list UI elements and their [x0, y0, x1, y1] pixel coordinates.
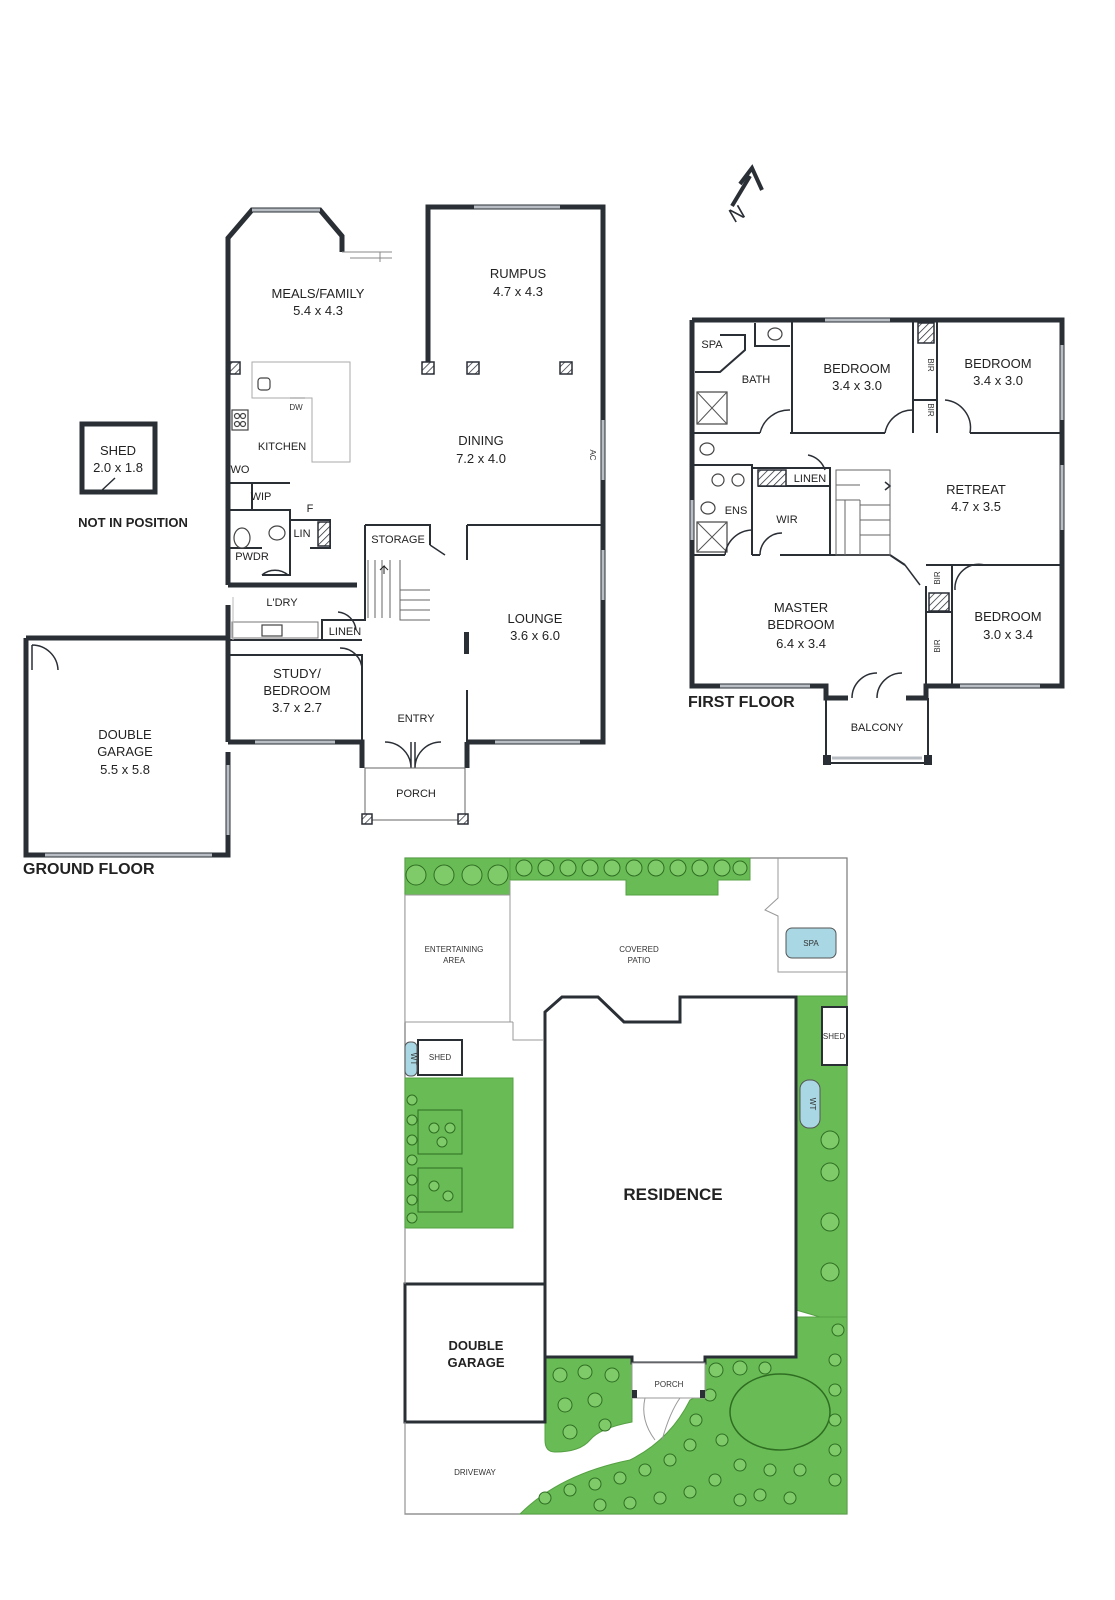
ground-floor-label: GROUND FLOOR: [23, 861, 155, 878]
site-residence-label: RESIDENCE: [623, 1185, 722, 1204]
site-wt-left-label: WT: [409, 1053, 418, 1066]
room-bath: BATH: [742, 374, 771, 386]
first-floor-label: FIRST FLOOR: [688, 694, 795, 711]
bir-label-a: BIR: [926, 358, 935, 372]
site-driveway-label: DRIVEWAY: [454, 1468, 496, 1477]
tree-icons: [405, 859, 845, 1512]
svg-text:2.0 x 1.8: 2.0 x 1.8: [93, 460, 143, 475]
room-garage: DOUBLE: [98, 727, 152, 742]
bir-label-d: BIR: [933, 639, 942, 653]
room-dining: DINING: [458, 433, 504, 448]
room-meals-family: MEALS/FAMILY: [272, 286, 365, 301]
bir-label-c: BIR: [933, 571, 942, 585]
shed-note: NOT IN POSITION: [78, 515, 188, 530]
room-study: STUDY/: [273, 666, 321, 681]
north-arrow-icon: N: [726, 164, 764, 228]
svg-text:5.4 x 4.3: 5.4 x 4.3: [293, 303, 343, 318]
room-retreat: RETREAT: [946, 482, 1006, 497]
north-label: N: [726, 201, 750, 227]
ac-label: AC: [588, 449, 597, 460]
first-floor-plan: SPA BATH BEDROOM 3.4 x 3.0 BEDROOM 3.4 x…: [688, 317, 1065, 765]
svg-text:3.4 x 3.0: 3.4 x 3.0: [973, 373, 1023, 388]
svg-text:4.7 x 3.5: 4.7 x 3.5: [951, 499, 1001, 514]
svg-text:7.2 x 4.0: 7.2 x 4.0: [456, 451, 506, 466]
room-wir: WIR: [776, 514, 797, 526]
room-lin: LIN: [293, 528, 310, 540]
dishwasher-label: DW: [289, 403, 303, 412]
site-wt-right-label: WT: [808, 1098, 817, 1111]
svg-text:6.4 x 3.4: 6.4 x 3.4: [776, 636, 826, 651]
site-entertaining-label: ENTERTAINING: [425, 945, 484, 954]
svg-text:BEDROOM: BEDROOM: [263, 683, 330, 698]
svg-text:GARAGE: GARAGE: [97, 744, 153, 759]
bir-label-b: BIR: [926, 403, 935, 417]
site-shed-right-label: SHED: [823, 1032, 845, 1041]
svg-text:BEDROOM: BEDROOM: [767, 617, 834, 632]
room-porch: PORCH: [396, 788, 436, 800]
site-garage-label: DOUBLE: [449, 1338, 504, 1353]
site-spa-label: SPA: [803, 939, 819, 948]
svg-text:4.7 x 4.3: 4.7 x 4.3: [493, 284, 543, 299]
fridge-label: F: [307, 503, 314, 515]
svg-text:3.7 x 2.7: 3.7 x 2.7: [272, 700, 322, 715]
svg-text:AREA: AREA: [443, 956, 465, 965]
svg-text:GARAGE: GARAGE: [447, 1355, 504, 1370]
room-bedroom-1: BEDROOM: [823, 361, 890, 376]
svg-text:3.6 x 6.0: 3.6 x 6.0: [510, 628, 560, 643]
svg-text:PATIO: PATIO: [628, 956, 651, 965]
room-linen-first: LINEN: [794, 473, 826, 485]
room-rumpus: RUMPUS: [490, 266, 547, 281]
ground-floor-plan: MEALS/FAMILY 5.4 x 4.3 RUMPUS 4.7 x 4.3 …: [23, 204, 606, 878]
room-spa: SPA: [701, 339, 723, 351]
room-wo: WO: [231, 464, 250, 476]
room-storage: STORAGE: [371, 534, 425, 546]
svg-text:3.0 x 3.4: 3.0 x 3.4: [983, 627, 1033, 642]
room-ensuite: ENS: [725, 505, 748, 517]
room-bedroom-2: BEDROOM: [964, 356, 1031, 371]
site-covered-patio-label: COVERED: [619, 945, 659, 954]
shed-name: SHED: [100, 443, 136, 458]
room-balcony: BALCONY: [851, 722, 904, 734]
room-master-bedroom: MASTER: [774, 600, 828, 615]
room-wip: WIP: [251, 491, 272, 503]
site-porch-label: PORCH: [655, 1380, 684, 1389]
room-laundry: L'DRY: [266, 597, 298, 609]
site-plan: RESIDENCE ENTERTAINING AREA COVERED PATI…: [403, 857, 848, 1515]
shed-plan: SHED 2.0 x 1.8 NOT IN POSITION: [78, 421, 188, 530]
svg-text:3.4 x 3.0: 3.4 x 3.0: [832, 378, 882, 393]
room-kitchen: KITCHEN: [258, 441, 306, 453]
site-shed-left-label: SHED: [429, 1053, 451, 1062]
room-linen: LINEN: [329, 626, 361, 638]
room-entry: ENTRY: [397, 713, 435, 725]
svg-text:5.5 x 5.8: 5.5 x 5.8: [100, 762, 150, 777]
room-bedroom-3: BEDROOM: [974, 609, 1041, 624]
room-pwdr: PWDR: [235, 551, 269, 563]
room-lounge: LOUNGE: [508, 611, 563, 626]
